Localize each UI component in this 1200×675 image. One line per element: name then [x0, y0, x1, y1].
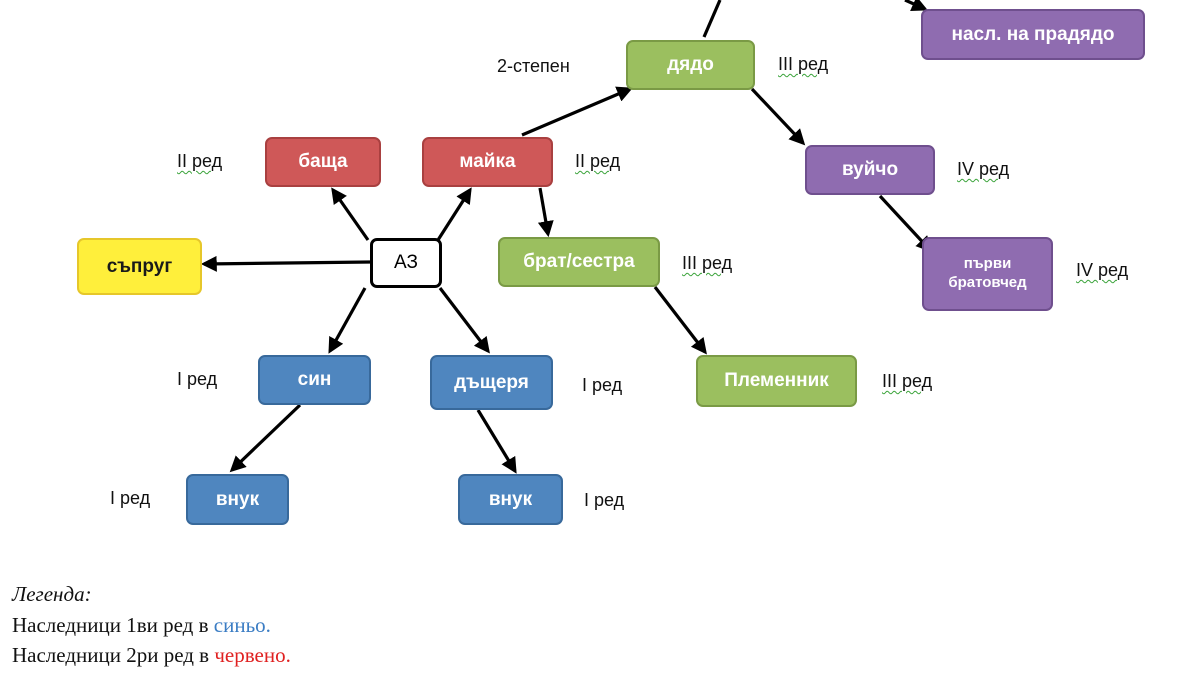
legend-line-2: Наследници 2ри ред в червено.: [12, 643, 291, 668]
label-son-order: I ред: [177, 369, 218, 389]
cousin-line2: братовчед: [948, 274, 1027, 291]
arrow-grandfather-up: [702, 0, 722, 38]
arrow-self-daughter: [438, 287, 490, 354]
arrow-self-mother: [436, 187, 472, 241]
label-daughter-order: I ред: [582, 375, 623, 395]
label-father-order: II ред: [177, 151, 223, 171]
node-father: баща: [265, 137, 381, 187]
label-uncle-order: IV ред: [957, 159, 1010, 179]
legend-line-1-color-word: синьо.: [213, 613, 271, 637]
node-uncle: вуйчо: [805, 145, 935, 195]
label-grandchild-daughter-order: I ред: [584, 490, 625, 510]
arrow-self-son: [328, 287, 367, 354]
node-sibling: брат/сестра: [498, 237, 660, 287]
label-nephew-order: III ред: [882, 371, 933, 391]
legend-line-2-prefix: Наследници 2ри ред в: [12, 643, 215, 667]
node-cousin: първи братовчед: [922, 237, 1053, 311]
node-self: АЗ: [370, 238, 442, 288]
label-sibling-order: III ред: [682, 253, 733, 273]
arrow-uncle-cousin: [878, 194, 933, 253]
legend-line-2-color-word: червено.: [214, 643, 291, 667]
cousin-line1: първи: [963, 255, 1012, 273]
label-cousin-order: IV ред: [1076, 260, 1129, 280]
arrow-self-father: [331, 187, 370, 241]
arrow-sibling-nephew: [653, 286, 707, 355]
node-nephew: Племенник: [696, 355, 857, 407]
label-grandfather-order: III ред: [778, 54, 829, 74]
arrow-self-spouse: [200, 255, 371, 272]
arrow-son-grandchild: [229, 403, 302, 473]
legend-title: Легенда:: [12, 582, 92, 606]
arrow-daughter-grandchild: [476, 409, 517, 474]
label-mother-order: II ред: [575, 151, 621, 171]
node-son: син: [258, 355, 371, 405]
node-daughter: дъщеря: [430, 355, 553, 410]
node-mother: майка: [422, 137, 553, 187]
legend-line-1-prefix: Наследници 1ви ред в: [12, 613, 214, 637]
legend-line-1: Наследници 1ви ред в синьо.: [12, 613, 271, 638]
node-spouse: съпруг: [77, 238, 202, 295]
arrow-mother-sibling: [537, 187, 554, 238]
node-grandchild-daughter: внук: [458, 474, 563, 525]
arrow-grandfather-uncle: [750, 87, 806, 146]
arrow-to-great-grandfather-heir: [904, 0, 928, 12]
label-grandchild-son-order: I ред: [110, 488, 151, 508]
node-grandfather: дядо: [626, 40, 755, 90]
node-grandchild-son: внук: [186, 474, 289, 525]
label-grandfather-degree: 2-степен: [497, 56, 570, 76]
node-great-grandfather-heir: насл. на прадядо: [921, 9, 1145, 60]
arrow-mother-grandfather: [521, 86, 633, 137]
